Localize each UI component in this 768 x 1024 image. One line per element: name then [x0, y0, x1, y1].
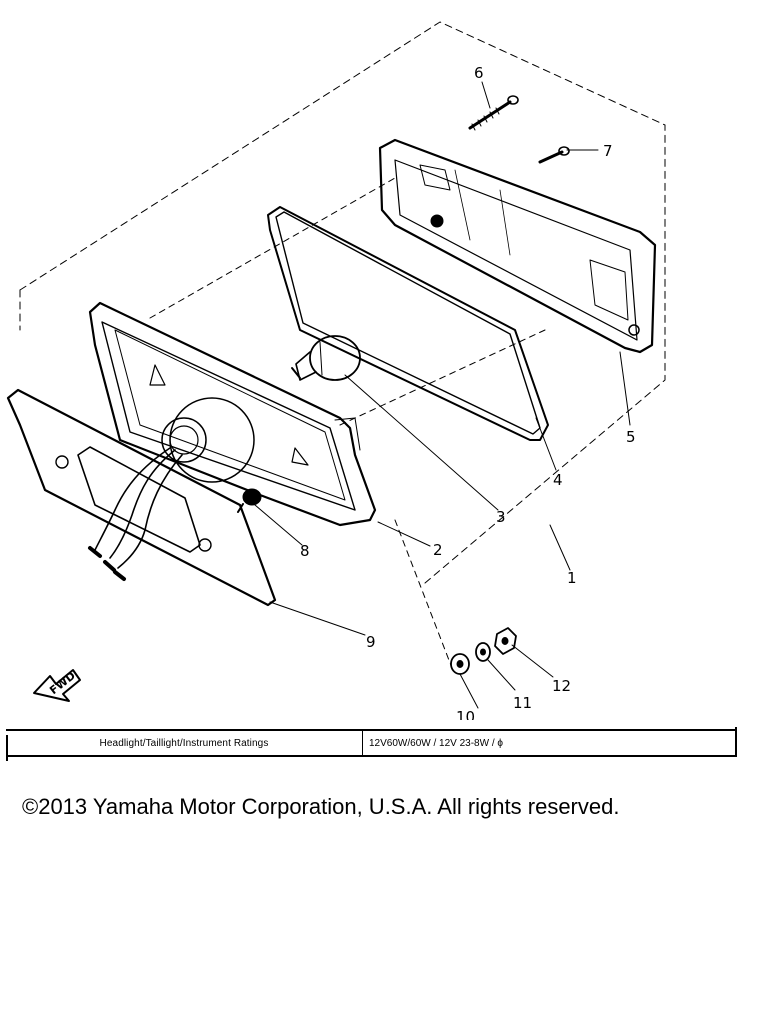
screw-long [468, 95, 519, 131]
small-bulb [237, 488, 262, 513]
callout-10: 10 [456, 708, 475, 720]
callout-8: 8 [300, 542, 310, 560]
bulb [291, 335, 361, 381]
ratings-label: Headlight/Taillight/Instrument Ratings [6, 731, 363, 755]
ratings-value: 12V60W/60W / 12V 23-8W / ϕ [369, 737, 503, 749]
callout-4: 4 [553, 471, 563, 489]
guide-top [149, 177, 396, 319]
callout-3: 3 [496, 508, 506, 526]
washer-nut-set [450, 627, 517, 675]
assembly-outline [19, 21, 666, 584]
plate-bracket [6, 388, 277, 607]
fwd-arrow-icon [33, 669, 81, 702]
guide-right [339, 329, 546, 426]
callout-7: 7 [603, 142, 613, 160]
exploded-parts-diagram: 6 7 5 4 3 2 1 8 9 12 11 10 FWD [6, 21, 666, 720]
callout-12: 12 [552, 677, 571, 695]
copyright-notice: ©2013 Yamaha Motor Corporation, U.S.A. A… [22, 794, 620, 819]
gasket [267, 206, 549, 441]
mount-guide-line [394, 519, 453, 669]
callout-5: 5 [626, 428, 636, 446]
leader-lines [254, 81, 631, 709]
callout-11: 11 [513, 694, 532, 712]
screw-short [538, 146, 570, 164]
callout-9: 9 [366, 633, 376, 651]
fwd-label: FWD [47, 669, 78, 697]
callout-6: 6 [474, 64, 484, 82]
lamp-base [88, 301, 377, 527]
wiring-harness [88, 447, 183, 581]
callout-2: 2 [433, 541, 443, 559]
lens-housing [378, 138, 657, 354]
ratings-table: Headlight/Taillight/Instrument Ratings 1… [6, 727, 737, 761]
callout-1: 1 [567, 569, 577, 587]
